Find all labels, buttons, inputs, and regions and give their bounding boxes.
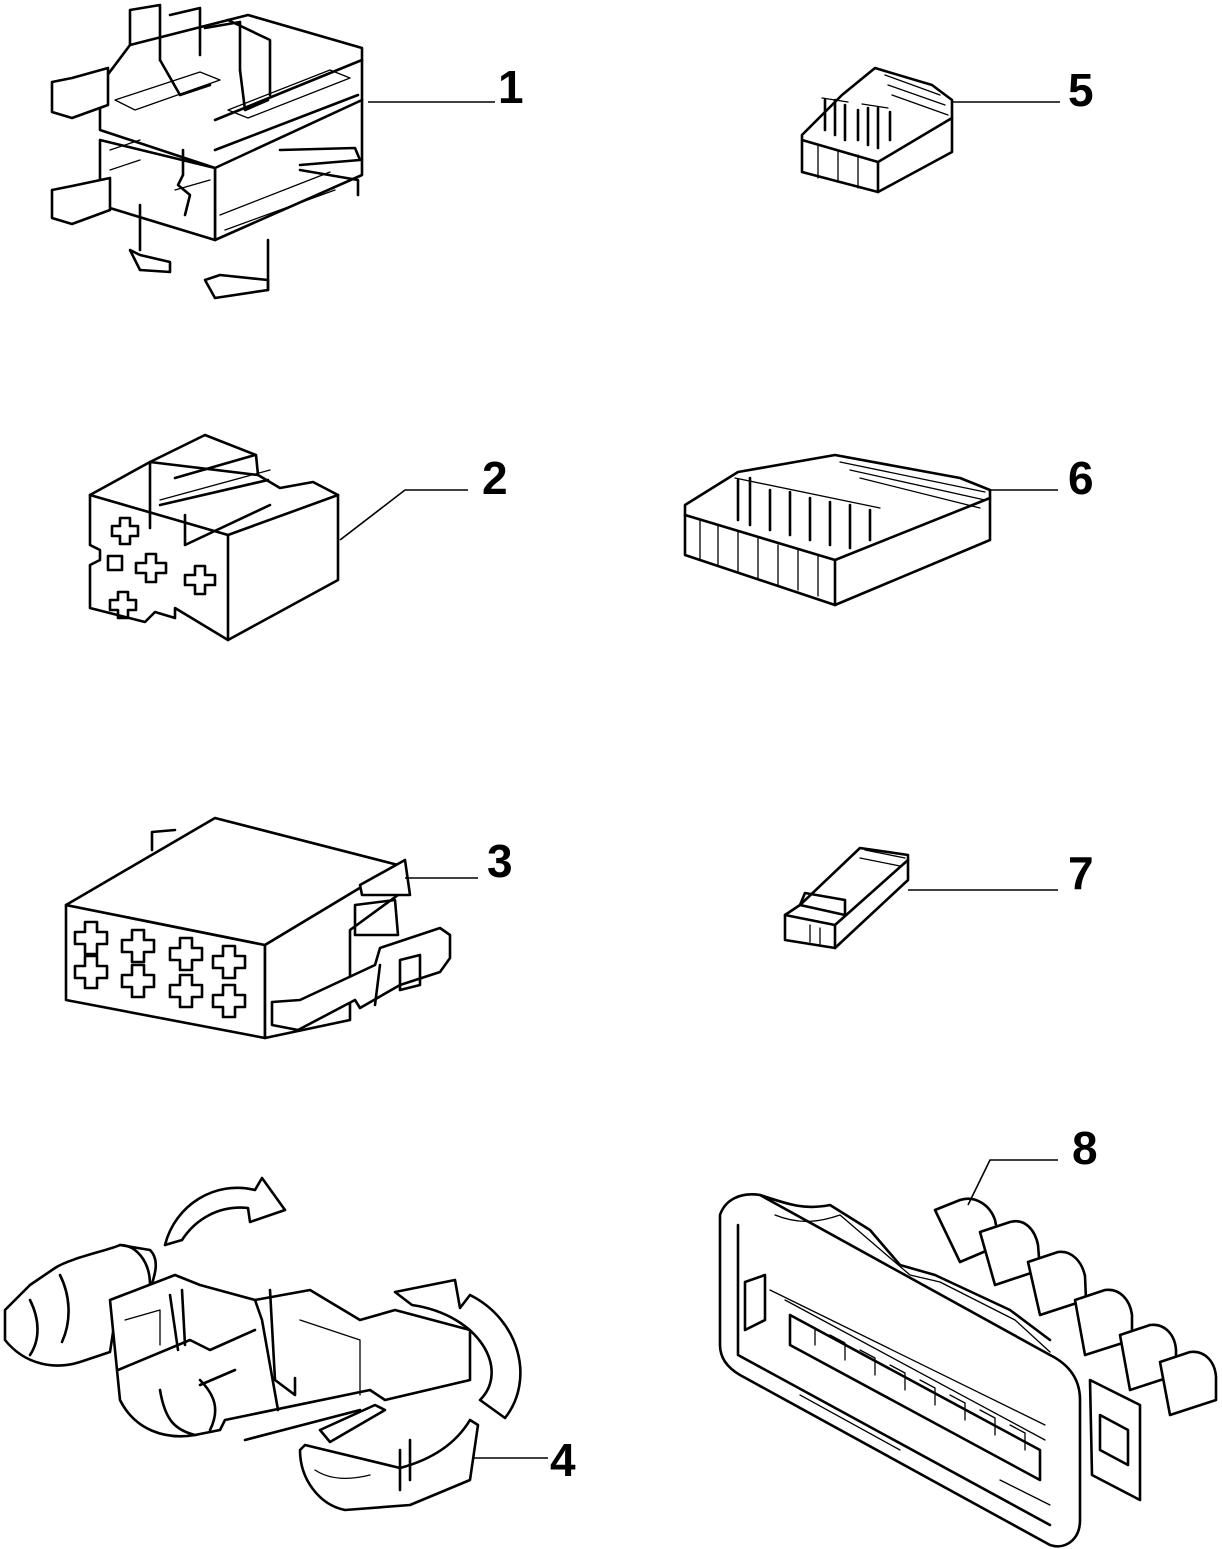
part-8-connector-drawing	[718, 1193, 1218, 1548]
part-1-connector-drawing	[50, 3, 364, 300]
part-5-callout-number: 5	[1068, 64, 1094, 116]
part-2-leader-line	[339, 489, 468, 541]
part-4-connector-drawing	[3, 1176, 522, 1512]
part-2-callout-number: 2	[482, 452, 508, 504]
part-8-leader-line	[967, 1159, 1058, 1206]
rotation-arrow-icon	[393, 1278, 522, 1420]
part-6-connector-drawing	[683, 453, 992, 607]
part-5-connector-drawing	[800, 66, 954, 194]
part-4-callout-number: 4	[550, 1434, 576, 1486]
part-1-callout-number: 1	[498, 61, 524, 113]
part-2-connector-drawing	[88, 433, 340, 642]
part-8-callout-number: 8	[1072, 1122, 1098, 1174]
part-6-callout-number: 6	[1068, 452, 1094, 504]
part-7-connector-drawing	[783, 846, 910, 950]
part-3-callout-number: 3	[487, 835, 513, 887]
part-7-callout-number: 7	[1068, 847, 1094, 899]
part-3-connector-drawing	[64, 816, 452, 1040]
rotation-arrow-icon	[163, 1176, 287, 1247]
